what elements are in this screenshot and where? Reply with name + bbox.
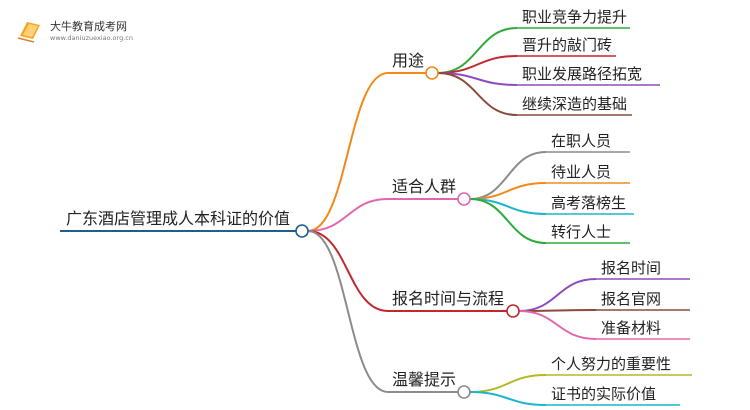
leaf-label: 职业竞争力提升 <box>522 8 627 26</box>
leaf-node: 准备材料 <box>596 319 690 340</box>
leaf-label: 转行人士 <box>551 223 611 241</box>
leaf-node: 报名时间 <box>596 259 690 280</box>
branch-to-leaf-connector <box>469 198 547 244</box>
leaf-node: 在职人员 <box>546 132 630 153</box>
branch-to-leaf-connector <box>518 309 597 312</box>
book-logo-icon <box>17 22 40 43</box>
watermark-title: 大牛教育成考网 <box>50 19 127 33</box>
root-to-branch-connector <box>307 230 389 312</box>
leaf-node: 职业发展路径拓宽 <box>517 65 660 86</box>
leaf-label: 职业发展路径拓宽 <box>522 65 642 83</box>
branch-toggle-uses[interactable] <box>425 66 439 80</box>
branch-label-tips: 温馨提示 <box>392 370 456 389</box>
leaf-label: 报名时间 <box>601 259 661 277</box>
leaf-node: 继续深造的基础 <box>517 95 632 116</box>
branch-to-leaf-connector <box>437 72 518 116</box>
root-node: 广东酒店管理成人本科证的价值 <box>60 209 309 238</box>
branch-to-leaf-connector <box>437 27 518 74</box>
leaf-node: 职业竞争力提升 <box>517 8 630 29</box>
branch-to-leaf-connector <box>469 374 547 393</box>
branch-toggle-schedule[interactable] <box>506 304 520 318</box>
root-to-branch-connector <box>307 230 389 393</box>
leaf-label: 在职人员 <box>551 132 611 150</box>
branch-uses: 用途 <box>388 51 439 80</box>
branch-label-schedule: 报名时间与流程 <box>392 289 504 308</box>
branch-tips: 温馨提示 <box>388 370 471 399</box>
leaf-label: 待业人员 <box>551 163 611 181</box>
leaf-node: 个人努力的重要性 <box>546 355 692 376</box>
leaf-label: 报名官网 <box>601 290 661 308</box>
connector-lines <box>307 27 597 406</box>
watermark-logo: 大牛教育成考网 www.daniuzuexiao.org.cn <box>17 19 133 43</box>
leaf-label: 个人努力的重要性 <box>551 355 671 373</box>
root-label: 广东酒店管理成人本科证的价值 <box>66 209 290 228</box>
branch-to-leaf-connector <box>469 391 547 406</box>
leaf-node: 高考落榜生 <box>546 194 634 215</box>
branch-label-uses: 用途 <box>392 51 424 70</box>
branch-to-leaf-connector <box>469 151 547 200</box>
leaf-node: 证书的实际价值 <box>546 385 680 406</box>
branch-audience: 适合人群 <box>388 177 471 206</box>
leaf-node: 待业人员 <box>546 163 630 184</box>
leaf-node: 晋升的敲门砖 <box>517 36 616 57</box>
branch-toggle-tips[interactable] <box>457 385 471 399</box>
branch-to-leaf-connector <box>518 310 597 340</box>
root-to-branch-connector <box>307 72 389 232</box>
leaf-label: 高考落榜生 <box>551 194 626 212</box>
root-to-branch-connector <box>307 198 389 232</box>
root-collapse-toggle[interactable] <box>295 224 309 238</box>
branch-schedule: 报名时间与流程 <box>388 289 520 318</box>
leaf-label: 准备材料 <box>601 319 661 337</box>
leaf-label: 继续深造的基础 <box>522 95 627 113</box>
leaf-label: 晋升的敲门砖 <box>522 36 612 54</box>
branch-to-leaf-connector <box>518 278 597 312</box>
branch-toggle-audience[interactable] <box>457 192 471 206</box>
watermark-url: www.daniuzuexiao.org.cn <box>50 34 133 42</box>
branch-label-audience: 适合人群 <box>392 177 456 196</box>
leaf-node: 报名官网 <box>596 290 690 311</box>
leaf-node: 转行人士 <box>546 223 630 244</box>
leaf-label: 证书的实际价值 <box>551 385 656 403</box>
